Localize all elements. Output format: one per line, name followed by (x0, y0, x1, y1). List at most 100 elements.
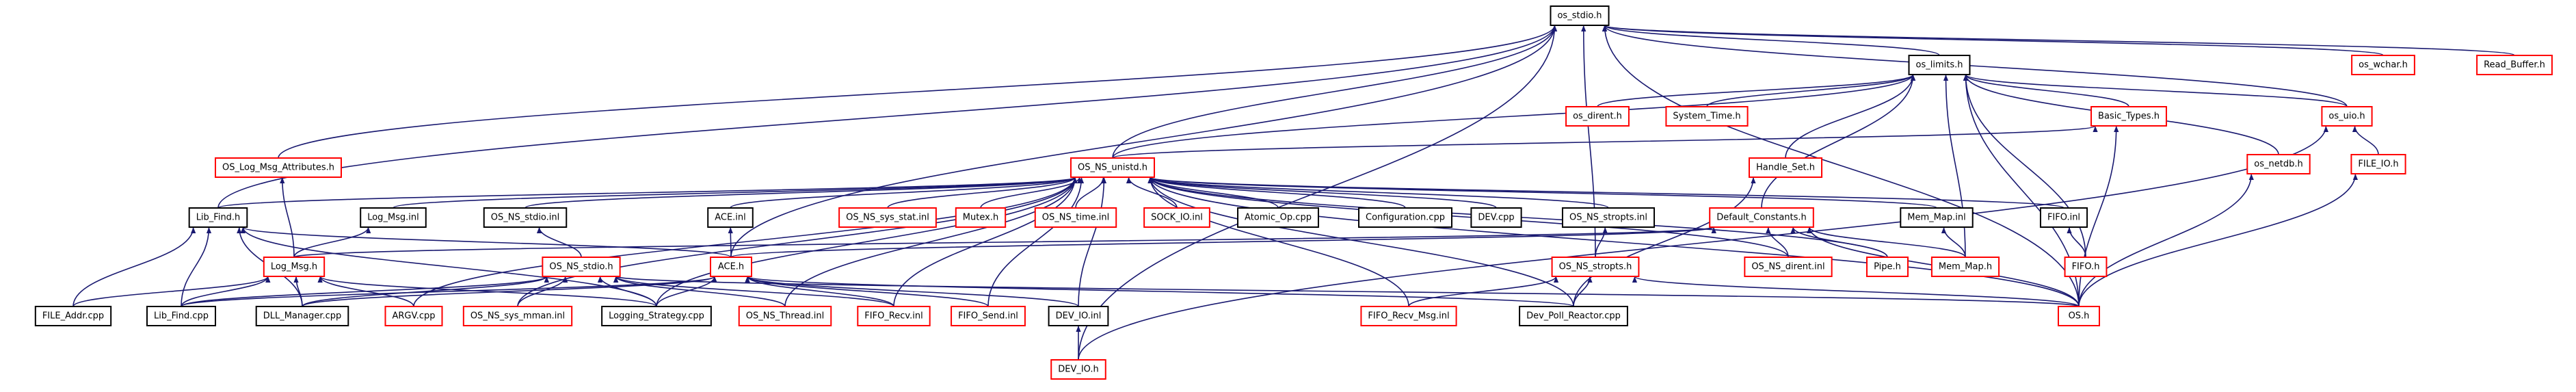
node-dev-io-inl[interactable]: DEV_IO.inl (1048, 306, 1109, 326)
edge-os-ns-stdio-inl-to-os-ns-unistd-h (525, 177, 1078, 209)
node-system-time-h[interactable]: System_Time.h (1665, 106, 1749, 127)
node-label: OS_Log_Msg_Attributes.h (222, 163, 334, 173)
node-fifo-recv-msg-inl[interactable]: FIFO_Recv_Msg.inl (1360, 306, 1457, 326)
edge-log-msg-h-to-log-msg-inl (293, 226, 371, 258)
node-box (255, 306, 349, 326)
node-argv-cpp[interactable]: ARGV.cpp (384, 306, 443, 326)
node-configuration-cpp[interactable]: Configuration.cpp (1358, 207, 1452, 228)
edge-dll-manager-cpp-to-log-msg-h (293, 276, 303, 307)
node-os-ns-stdio-inl[interactable]: OS_NS_stdio.inl (483, 207, 568, 228)
node-os-dirent-h[interactable]: os_dirent.h (1565, 106, 1630, 127)
edge-os-ns-unistd-h-to-basic-types-h (1112, 125, 2098, 159)
edge-dev-poll-reactor-cpp-to-os-ns-stropts-h (1573, 276, 1593, 307)
node-box (1744, 257, 1833, 277)
node-label: OS_NS_stropts.h (1559, 262, 1632, 272)
node-sock-io-inl[interactable]: SOCK_IO.inl (1143, 207, 1210, 228)
node-handle-set-h[interactable]: Handle_Set.h (1748, 157, 1823, 178)
edge-read-buffer-h-to-os-stdio-h (1602, 25, 2515, 56)
node-file-io-h[interactable]: FILE_IO.h (2350, 154, 2406, 174)
node-os-ns-unistd-h[interactable]: OS_NS_unistd.h (1070, 157, 1156, 178)
node-label: Log_Msg.inl (367, 213, 419, 223)
node-fifo-send-inl[interactable]: FIFO_Send.inl (951, 306, 1026, 326)
node-label: ACE.inl (715, 213, 746, 223)
node-box (2090, 106, 2167, 127)
node-dev-cpp[interactable]: DEV.cpp (1470, 207, 1522, 228)
node-pipe-h[interactable]: Pipe.h (1866, 257, 1909, 277)
node-box (1048, 306, 1109, 326)
node-lib-find-cpp[interactable]: Lib_Find.cpp (146, 306, 217, 326)
node-box (2350, 154, 2406, 174)
node-os-ns-time-inl[interactable]: OS_NS_time.inl (1034, 207, 1117, 228)
node-os-ns-stropts-inl[interactable]: OS_NS_stropts.inl (1561, 207, 1656, 228)
node-label: FIFO_Send.inl (958, 311, 1018, 322)
node-ace-inl[interactable]: ACE.inl (707, 207, 754, 228)
edge-os-wchar-h-to-os-stdio-h (1602, 25, 2384, 56)
node-os-limits-h[interactable]: os_limits.h (1908, 55, 1971, 75)
node-os-ns-sys-mman-inl[interactable]: OS_NS_sys_mman.inl (462, 306, 573, 326)
node-log-msg-h[interactable]: Log_Msg.h (263, 257, 326, 277)
node-fifo-inl[interactable]: FIFO.inl (2039, 207, 2088, 228)
node-os-uio-h[interactable]: os_uio.h (2321, 106, 2373, 127)
node-label: OS_NS_dirent.inl (1751, 262, 1824, 272)
node-label: OS_NS_stdio.h (549, 262, 613, 272)
node-atomic-op-cpp[interactable]: Atomic_Op.cpp (1237, 207, 1319, 228)
node-os-ns-thread-inl[interactable]: OS_NS_Thread.inl (738, 306, 832, 326)
node-box (1565, 106, 1630, 127)
node-label: Atomic_Op.cpp (1245, 213, 1312, 223)
node-box (188, 207, 248, 228)
node-os-ns-dirent-inl[interactable]: OS_NS_dirent.inl (1744, 257, 1833, 277)
edge-argv-cpp-to-os-ns-unistd-h (413, 177, 1078, 307)
edge-dev-io-inl-to-ace-h (745, 276, 1079, 307)
node-basic-types-h[interactable]: Basic_Types.h (2090, 106, 2167, 127)
node-os-ns-sys-stat-inl[interactable]: OS_NS_sys_stat.inl (838, 207, 937, 228)
node-box (1900, 207, 1974, 228)
node-dll-manager-cpp[interactable]: DLL_Manager.cpp (255, 306, 349, 326)
node-label: DEV_IO.inl (1056, 311, 1102, 322)
node-default-constants-h[interactable]: Default_Constants.h (1709, 207, 1814, 228)
node-os-ns-stdio-h[interactable]: OS_NS_stdio.h (542, 257, 621, 277)
edge-dev-poll-reactor-cpp-to-ace-h (745, 276, 1574, 307)
edge-os-limits-h-to-os-stdio-h (1602, 25, 1940, 56)
edge-os-ns-stropts-h-to-os-ns-stropts-inl (1595, 226, 1608, 258)
node-label: FILE_Addr.cpp (42, 311, 104, 322)
node-box (2064, 257, 2108, 277)
edge-handle-set-h-to-os-limits-h (1785, 74, 1916, 159)
node-log-msg-inl[interactable]: Log_Msg.inl (360, 207, 427, 228)
node-dev-io-h[interactable]: DEV_IO.h (1050, 359, 1106, 380)
edge-ace-h-to-default-constants-h (730, 226, 1716, 258)
node-fifo-recv-inl[interactable]: FIFO_Recv.inl (857, 306, 931, 326)
node-os-log-msg-attributes-h[interactable]: OS_Log_Msg_Attributes.h (215, 157, 342, 178)
edge-os-ns-sys-mman-inl-to-os-ns-unistd-h (517, 177, 1078, 307)
node-os-netdb-h[interactable]: os_netdb.h (2246, 154, 2311, 174)
node-lib-find-h[interactable]: Lib_Find.h (188, 207, 248, 228)
node-mem-map-h[interactable]: Mem_Map.h (1930, 257, 2000, 277)
edge-ace-h-to-lib-find-h (241, 226, 732, 258)
node-ace-h[interactable]: ACE.h (710, 257, 752, 277)
edge-dev-io-inl-to-os-ns-unistd-h (1078, 177, 1107, 307)
edge-mem-map-h-to-os-limits-h (1943, 74, 1966, 258)
edge-sock-io-inl-to-os-ns-unistd-h (1126, 177, 1178, 209)
node-box (1360, 306, 1457, 326)
node-label: os_limits.h (1916, 60, 1963, 70)
node-box (1358, 207, 1452, 228)
node-label: os_dirent.h (1573, 112, 1622, 122)
edge-os-ns-sys-mman-inl-to-os-ns-stdio-h (517, 276, 568, 307)
node-file-addr-cpp[interactable]: FILE_Addr.cpp (34, 306, 112, 326)
node-box (1748, 157, 1823, 178)
node-box (542, 257, 621, 277)
node-fifo-h[interactable]: FIFO.h (2064, 257, 2108, 277)
node-logging-strategy-cpp[interactable]: Logging_Strategy.cpp (601, 306, 712, 326)
node-os-wchar-h[interactable]: os_wchar.h (2351, 55, 2415, 75)
node-box (1550, 5, 1610, 26)
node-dev-poll-reactor-cpp[interactable]: Dev_Poll_Reactor.cpp (1519, 306, 1628, 326)
node-box (1034, 207, 1117, 228)
node-box (2246, 154, 2311, 174)
node-os-h[interactable]: OS.h (2058, 306, 2100, 326)
node-mem-map-inl[interactable]: Mem_Map.inl (1900, 207, 1974, 228)
edge-log-msg-h-to-default-constants-h (293, 226, 1716, 258)
node-mutex-h[interactable]: Mutex.h (955, 207, 1007, 228)
node-label: os_wchar.h (2359, 60, 2408, 70)
node-os-ns-stropts-h[interactable]: OS_NS_stropts.h (1551, 257, 1640, 277)
edge-os-uio-h-to-os-limits-h (1963, 74, 2348, 107)
node-read-buffer-h[interactable]: Read_Buffer.h (2476, 55, 2553, 75)
